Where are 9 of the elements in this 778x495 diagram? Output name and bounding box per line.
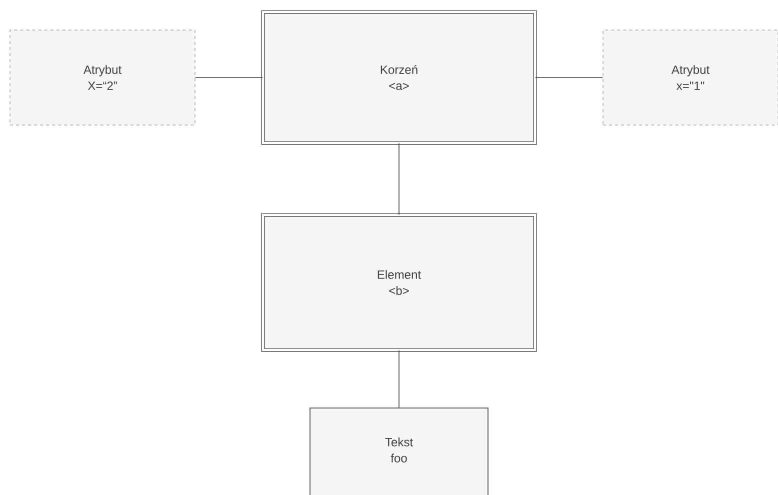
- connector-line: [398, 350, 400, 408]
- connector-line: [194, 77, 264, 78]
- text-node-box: Tekst foo: [310, 408, 488, 495]
- element-box: Element <b>: [261, 213, 537, 352]
- attribute-box: Atrybut X=“2”: [10, 30, 196, 126]
- connector-line: [398, 142, 400, 216]
- attribute-box: Atrybut x="1": [602, 30, 778, 126]
- root-element-box: Korzeń <a>: [261, 10, 537, 145]
- connector-line: [534, 77, 604, 78]
